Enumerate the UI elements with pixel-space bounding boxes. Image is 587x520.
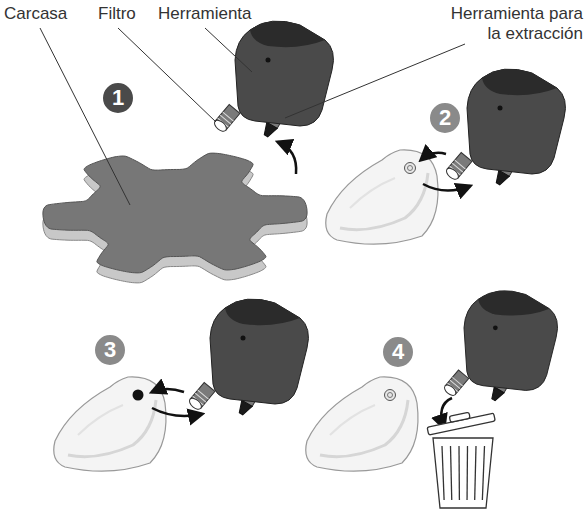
callout-number: 1 xyxy=(102,82,134,114)
filter xyxy=(385,390,396,401)
callout-number: 3 xyxy=(94,334,126,366)
trash-rib xyxy=(466,446,468,500)
tool xyxy=(444,69,565,187)
part-label: Filtro xyxy=(98,4,136,24)
trash-can xyxy=(426,407,495,508)
trash-rib xyxy=(451,446,452,500)
trash-rib xyxy=(458,446,460,500)
housing xyxy=(43,153,307,273)
part-label: Carcasa xyxy=(4,4,67,24)
tool xyxy=(212,21,333,139)
arrow xyxy=(421,153,446,160)
filter xyxy=(405,163,416,174)
callout-circles xyxy=(94,82,461,368)
arrow xyxy=(152,408,202,416)
tool xyxy=(187,299,308,417)
callout-number: 2 xyxy=(429,102,461,134)
arrow xyxy=(423,184,470,191)
trash-rib xyxy=(475,446,476,500)
hearing-aid-dome xyxy=(326,150,438,244)
arrow xyxy=(152,389,184,392)
hearing-aid-dome xyxy=(54,377,166,471)
tool xyxy=(443,291,558,403)
part-label: Herramienta xyxy=(158,4,252,24)
empty-opening xyxy=(133,390,144,401)
hearing-aid-dome xyxy=(306,377,418,471)
trash-rib xyxy=(482,446,484,500)
callout-number: 4 xyxy=(382,336,414,368)
arrow xyxy=(278,142,296,174)
part-label: Herramienta para la extracción xyxy=(433,4,583,44)
trash-rib xyxy=(442,446,444,500)
